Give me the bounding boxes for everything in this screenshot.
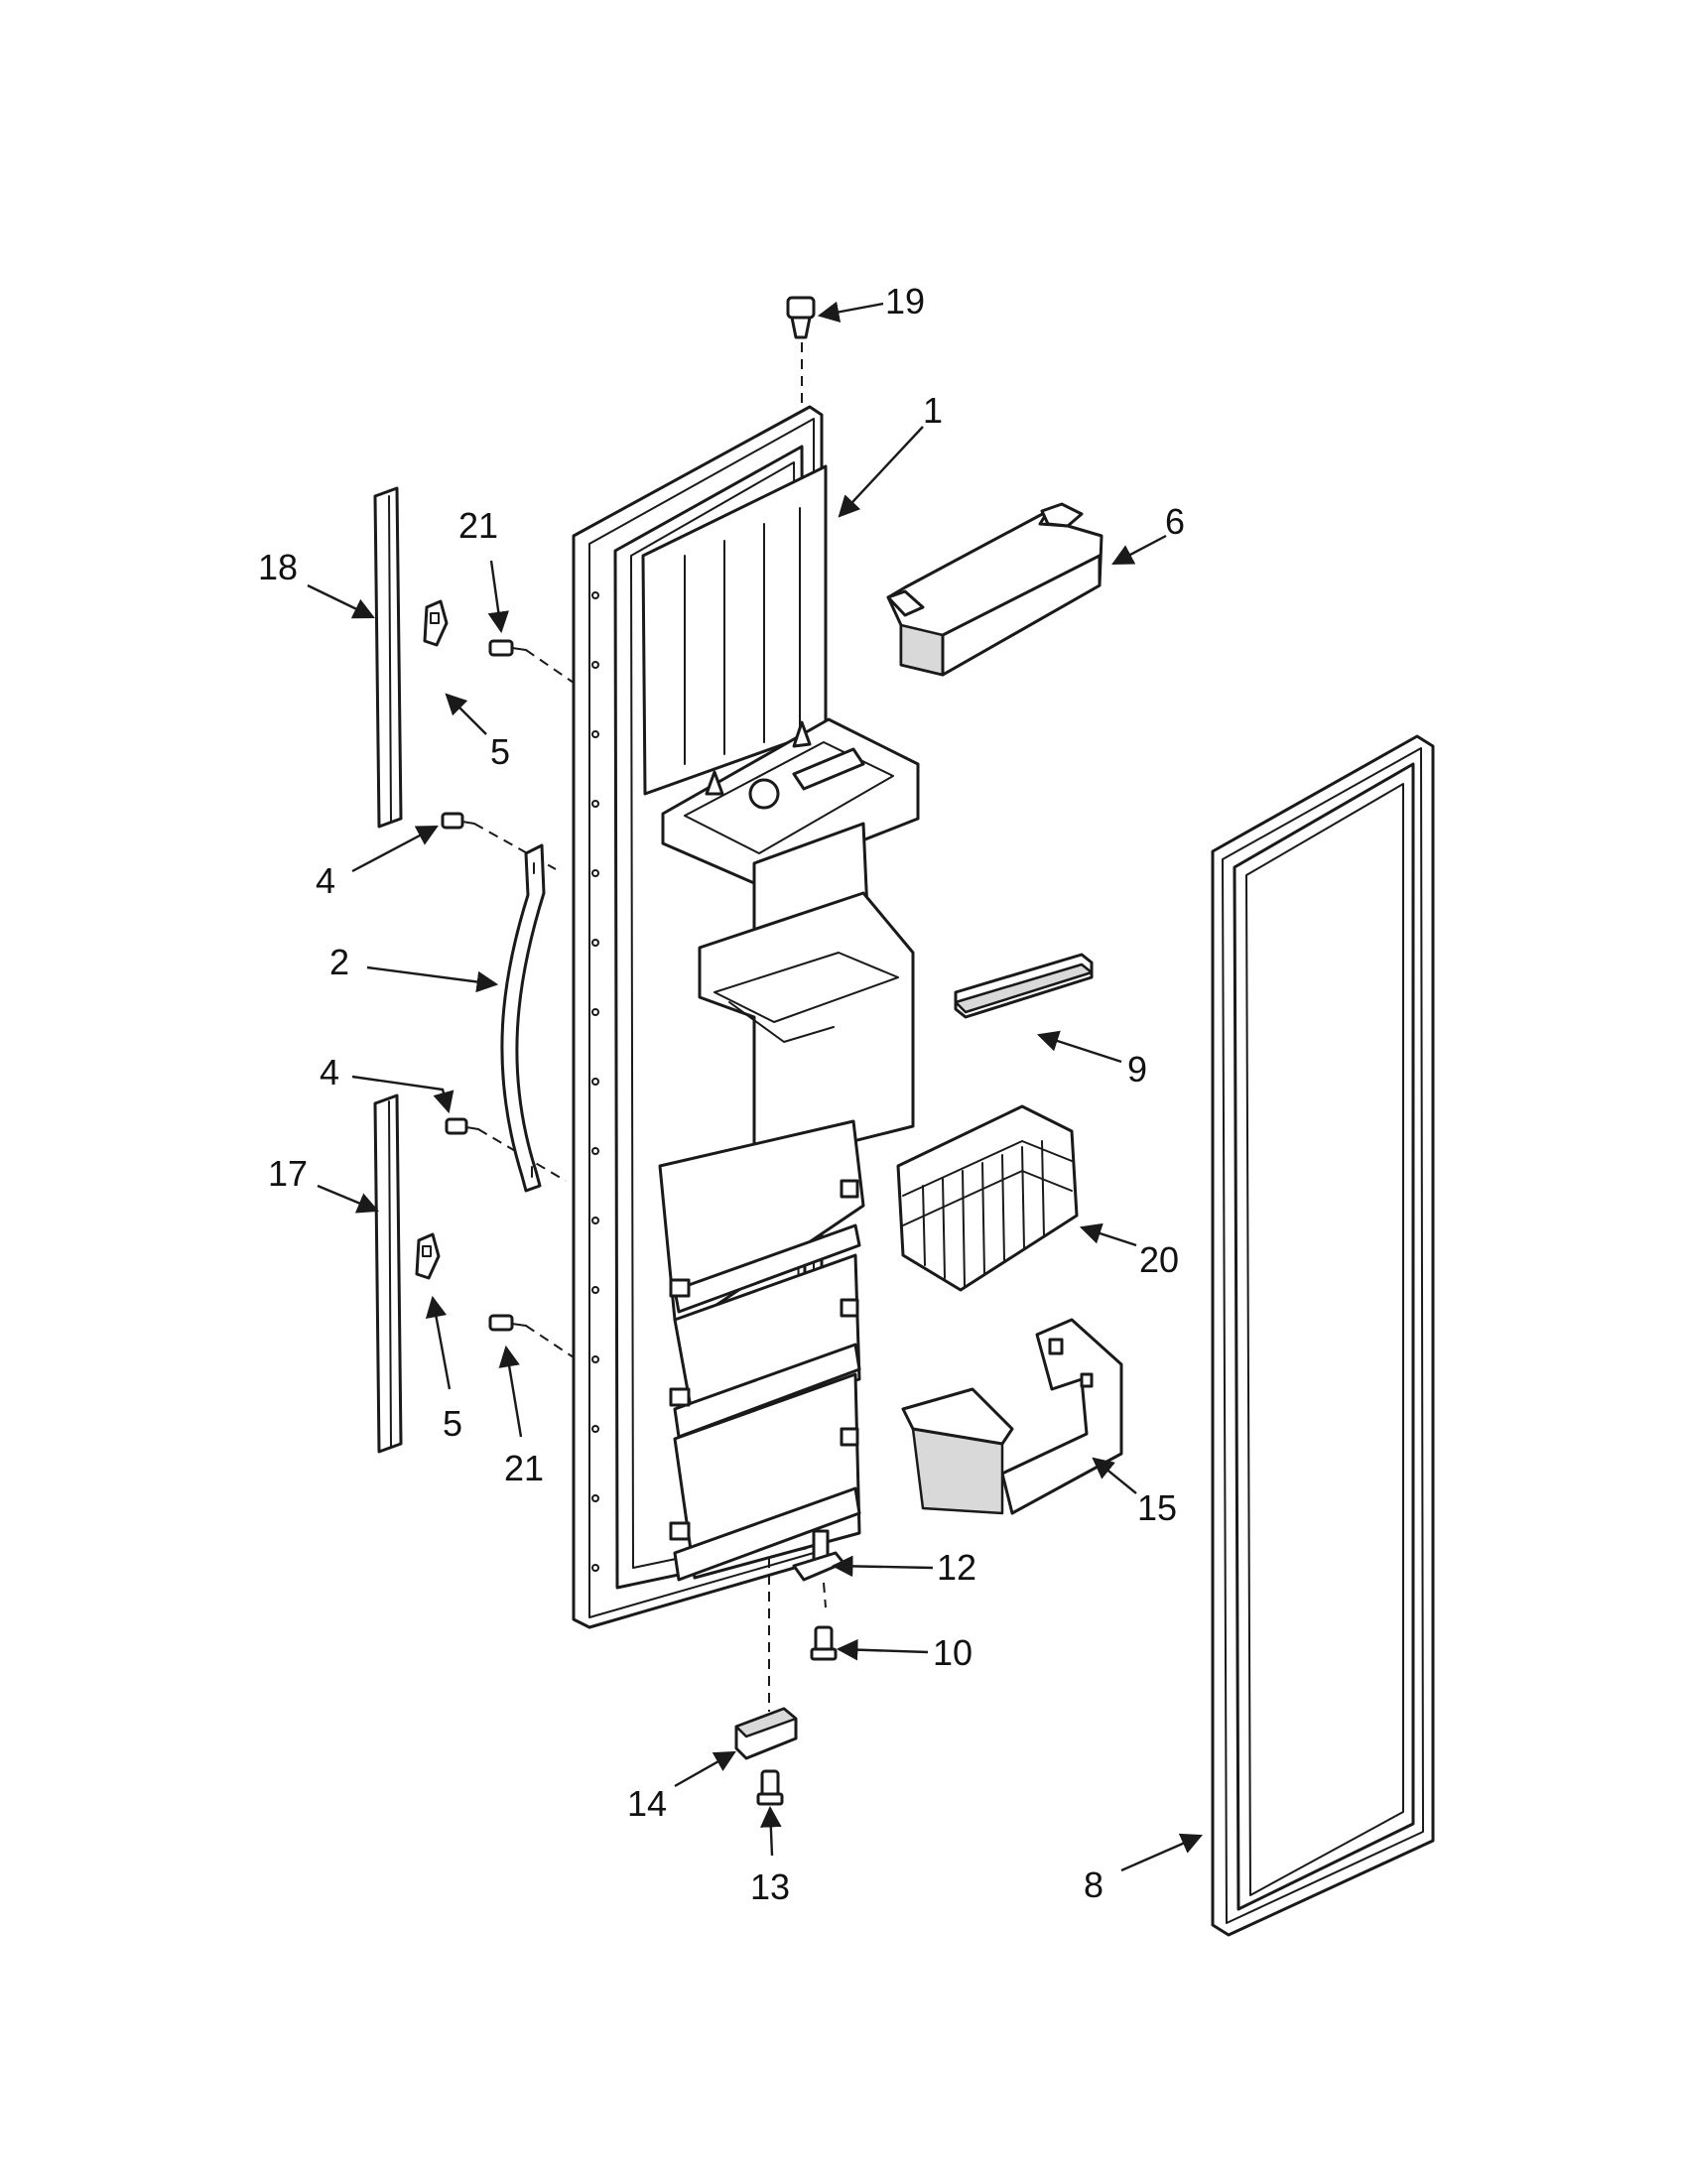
trim-rail-part	[954, 953, 1094, 1019]
callout-18: 18	[258, 547, 298, 587]
screw-4-lower-part	[445, 1117, 567, 1182]
clip-lower-part	[415, 1232, 441, 1280]
plug-part	[786, 296, 816, 409]
callout-5-upper: 5	[490, 731, 510, 772]
hinge-bracket-part	[734, 1558, 798, 1760]
hinge-screw-part	[810, 1625, 838, 1661]
callout-21-lower: 21	[504, 1448, 544, 1488]
callout-13: 13	[750, 1866, 790, 1907]
callout-2: 2	[329, 942, 349, 982]
trim-strip-lower-part	[373, 1093, 403, 1454]
screw-21-upper-part	[488, 639, 575, 684]
callout-21-upper: 21	[458, 505, 498, 546]
door-edge-holes	[591, 591, 599, 1572]
callout-1: 1	[923, 390, 943, 431]
callout-17: 17	[268, 1153, 308, 1194]
ice-bin-part	[901, 1318, 1123, 1515]
callout-labels: 19 1 21 18 6 5 4 2 4 9 17 20 5 21 15 12 …	[258, 281, 1185, 1907]
callout-4-upper: 4	[316, 860, 335, 901]
callout-6: 6	[1165, 501, 1185, 542]
door-panel-part	[572, 405, 920, 1629]
wire-basket-part	[896, 1104, 1079, 1292]
callout-19: 19	[885, 281, 925, 321]
trim-strip-upper-part	[373, 486, 403, 829]
callout-9: 9	[1127, 1049, 1147, 1090]
door-bin-part	[886, 502, 1104, 677]
leader-lines	[307, 301, 1203, 1872]
screw-21-lower-part	[488, 1314, 575, 1358]
callout-10: 10	[933, 1632, 973, 1673]
clip-upper-part	[423, 599, 449, 647]
callout-5-lower: 5	[443, 1403, 462, 1444]
bracket-screw-part	[756, 1769, 784, 1806]
callout-15: 15	[1137, 1487, 1177, 1528]
door-handle-part	[500, 843, 546, 1193]
screw-4-upper-part	[441, 812, 557, 870]
callout-8: 8	[1084, 1864, 1104, 1905]
door-gasket-part	[1211, 734, 1435, 1937]
door-shelves	[658, 1119, 865, 1582]
callout-14: 14	[627, 1783, 667, 1824]
callout-4-lower: 4	[320, 1052, 339, 1092]
callout-20: 20	[1139, 1239, 1179, 1280]
callout-12: 12	[937, 1547, 976, 1588]
